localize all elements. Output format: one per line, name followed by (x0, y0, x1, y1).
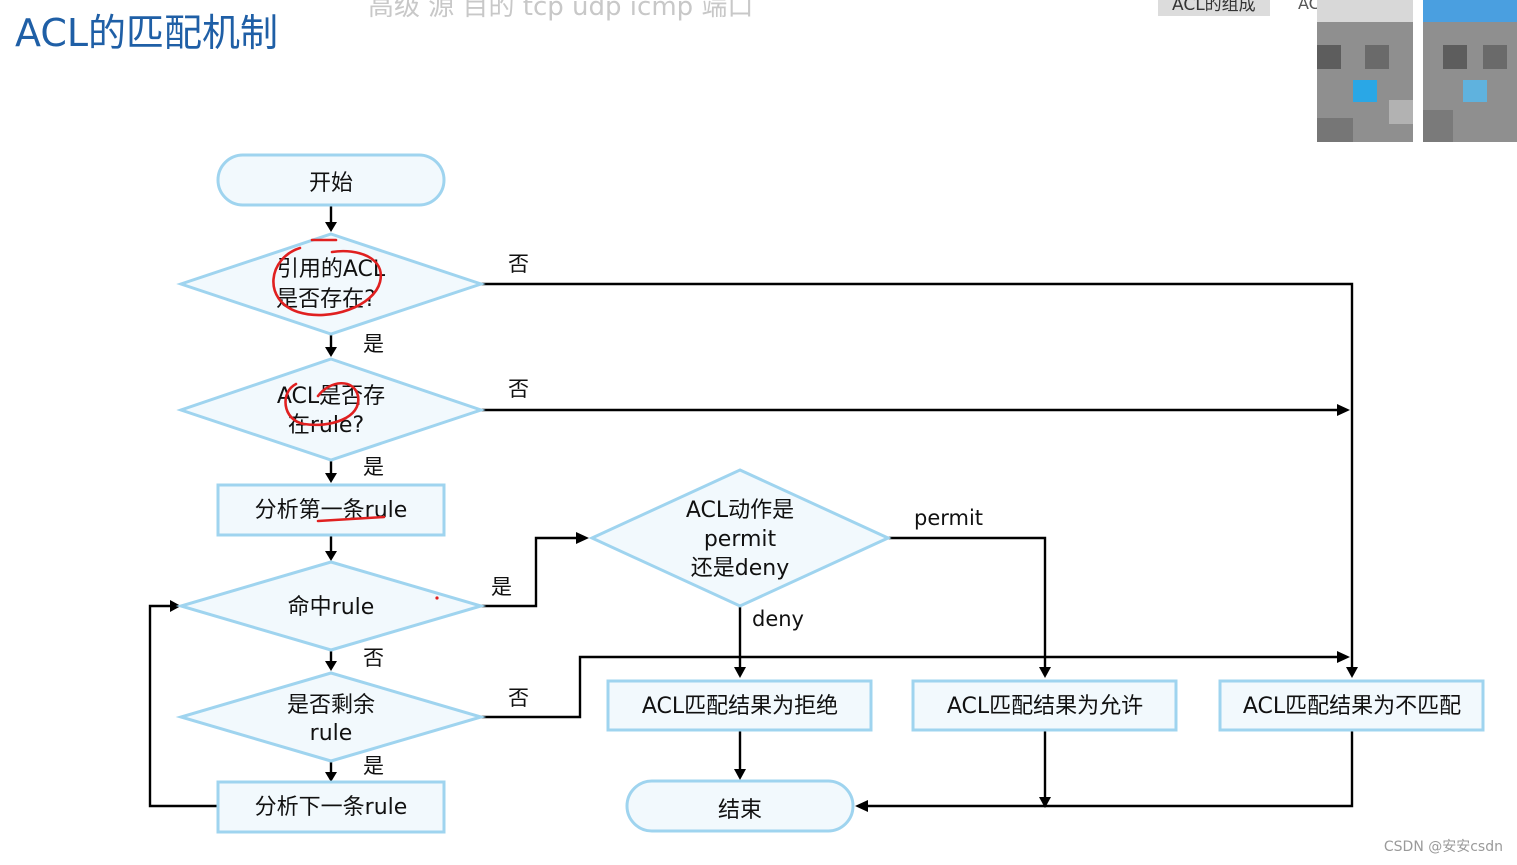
acl-exists-decision (176, 232, 486, 336)
action-label-3: 还是deny (691, 556, 789, 581)
video-thumbnail-right[interactable] (1423, 0, 1517, 142)
end-node (625, 779, 855, 833)
remaining-label-2: rule (310, 721, 353, 746)
hit-rule-decision (175, 560, 487, 652)
action-label-2: permit (704, 527, 777, 552)
edge-label-no-2: 否 (508, 377, 529, 401)
has-rule-decision (176, 357, 486, 462)
analyze-first-rule-node (216, 483, 446, 537)
analyze-next-rule-node (216, 780, 446, 834)
analyze-next-label: 分析下一条rule (255, 795, 408, 820)
start-node (216, 153, 446, 207)
edge-label-no-1: 否 (508, 252, 529, 276)
result-nomatch-label: ACL匹配结果为不匹配 (1243, 694, 1461, 719)
hit-rule-label: 命中rule (288, 595, 375, 620)
result-deny-node (606, 679, 873, 732)
action-label-1: ACL动作是 (686, 498, 794, 523)
end-label: 结束 (718, 798, 762, 823)
result-permit-node (911, 679, 1178, 732)
acl-exists-label-2: 是否存在? (276, 287, 376, 312)
page-title: ACL的匹配机制 (15, 11, 279, 55)
edge-label-permit: permit (914, 506, 983, 530)
edge-label-no-4: 否 (508, 686, 529, 710)
analyze-first-label: 分析第一条rule (255, 498, 408, 523)
result-nomatch-node (1218, 679, 1485, 732)
has-rule-label-1: ACL是否存 (277, 384, 385, 409)
remaining-rule-decision (175, 671, 487, 763)
acl-action-decision (588, 468, 892, 608)
video-thumbnail-left[interactable] (1317, 0, 1413, 142)
connectors (148, 206, 1358, 812)
ghost-caption: 高级 源 目的 tcp udp icmp 端口 (368, 0, 754, 22)
red-annotations (272, 238, 439, 600)
result-permit-label: ACL匹配结果为允许 (947, 694, 1143, 719)
remaining-label-1: 是否剩余 (287, 693, 375, 718)
result-deny-label: ACL匹配结果为拒绝 (642, 694, 838, 719)
tab-label-secondary[interactable]: AC (1298, 0, 1320, 13)
edge-label-yes-3: 是 (491, 575, 512, 599)
edge-label-no-3: 否 (363, 646, 384, 670)
edge-label-yes-1: 是 (363, 332, 384, 356)
edge-label-deny: deny (752, 607, 804, 631)
acl-exists-label-1: 引用的ACL (277, 257, 386, 282)
tab-label[interactable]: ACL的组成 (1158, 0, 1270, 16)
watermark: CSDN @安安csdn (1383, 839, 1503, 855)
edge-label-yes-4: 是 (363, 754, 384, 778)
start-label: 开始 (309, 171, 353, 196)
edge-label-yes-2: 是 (363, 455, 384, 479)
